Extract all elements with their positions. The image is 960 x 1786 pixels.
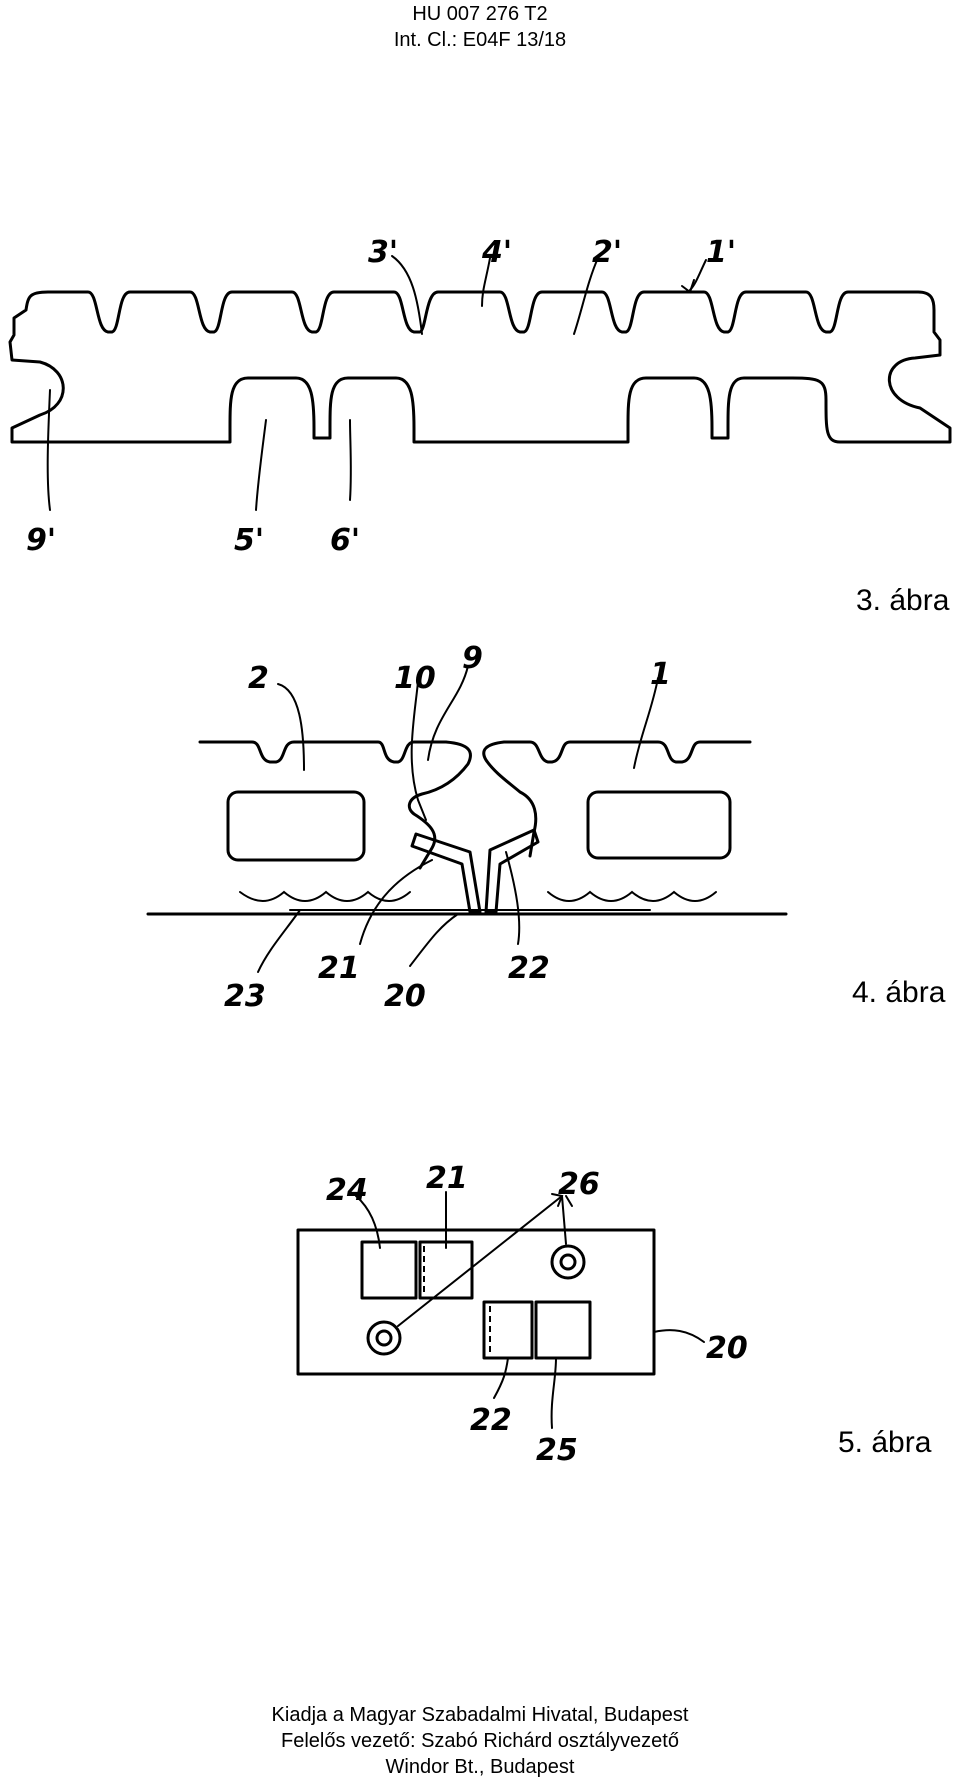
leader-26-a [397, 1195, 563, 1327]
figure-5-caption: 5. ábra [838, 1426, 932, 1459]
leader-23 [257, 909, 301, 973]
leader-2 [277, 683, 305, 771]
left-clip [410, 832, 482, 914]
figure-4-caption: 4. ábra [852, 976, 946, 1009]
leader-4 [481, 257, 491, 307]
leader-2 [573, 257, 599, 335]
block-24 [360, 1240, 418, 1300]
ref-2: 2 [248, 661, 269, 696]
leader-5 [255, 419, 267, 511]
ref-6prime: 6' [330, 523, 360, 558]
ref-20: 20 [706, 1331, 748, 1366]
ref-20: 20 [384, 979, 426, 1014]
ref-10: 10 [394, 661, 436, 696]
leader-1 [633, 677, 659, 769]
underlay [239, 890, 717, 911]
footer-printer: Windor Bt., Budapest [385, 1756, 575, 1778]
leader-22 [493, 1357, 509, 1399]
left-panel-top [198, 740, 472, 870]
ref-21: 21 [426, 1161, 468, 1196]
doc-number: HU 007 276 T2 [412, 3, 548, 25]
leader-6 [349, 419, 352, 501]
ref-24: 24 [326, 1173, 368, 1208]
ref-22: 22 [470, 1403, 512, 1438]
ref-1prime: 1' [706, 235, 736, 270]
figure-3-drawing: 3' 4' 2' 1' 9' 5' 6' [8, 235, 952, 558]
right-clip [484, 828, 540, 914]
ref-26: 26 [558, 1167, 600, 1202]
ref-22: 22 [508, 951, 550, 986]
ref-9prime: 9' [26, 523, 56, 558]
ref-23: 23 [224, 979, 266, 1014]
leader-20 [409, 913, 459, 967]
figure-4-drawing: 2 10 9 1 23 21 20 22 [146, 641, 788, 1014]
ref-4prime: 4' [481, 235, 512, 270]
ref-2prime: 2' [592, 235, 622, 270]
panel-profile [8, 290, 952, 444]
leader-22 [505, 851, 521, 945]
leader-25 [550, 1357, 557, 1429]
figure-5-drawing: 24 21 26 20 22 25 [296, 1161, 748, 1468]
ref-1: 1 [650, 657, 671, 692]
left-channel [226, 790, 366, 862]
leader-9 [46, 389, 51, 511]
fastener-top-outer [550, 1244, 586, 1280]
leader-1-arrow [681, 279, 695, 294]
figure-3-caption: 3. ábra [856, 584, 950, 617]
classification: Int. Cl.: E04F 13/18 [393, 29, 567, 51]
leader-21 [359, 859, 433, 945]
footer-publisher: Kiadja a Magyar Szabadalmi Hivatal, Buda… [271, 1704, 689, 1726]
ref-3prime: 3' [368, 235, 398, 270]
footer-responsible: Felelős vezető: Szabó Richárd osztályvez… [281, 1730, 679, 1752]
leader-26-b [561, 1195, 567, 1245]
base-plate [296, 1228, 656, 1376]
block-21 [418, 1240, 474, 1300]
right-channel [586, 790, 732, 860]
leader-3 [391, 255, 423, 335]
ref-5prime: 5' [234, 523, 264, 558]
block-25 [534, 1300, 592, 1360]
leader-20 [653, 1329, 705, 1343]
ref-21: 21 [318, 951, 360, 986]
leader-24 [355, 1195, 381, 1249]
fastener-bottom-inner [375, 1329, 393, 1347]
fastener-bottom-outer [366, 1320, 402, 1356]
block-22 [482, 1300, 534, 1360]
leader-26-arrows [551, 1193, 573, 1207]
leader-9 [427, 665, 469, 761]
leader-10 [410, 681, 427, 821]
ref-9: 9 [462, 641, 483, 676]
ref-25: 25 [536, 1433, 578, 1468]
fastener-top-inner [559, 1253, 577, 1271]
right-panel-top [482, 740, 752, 858]
